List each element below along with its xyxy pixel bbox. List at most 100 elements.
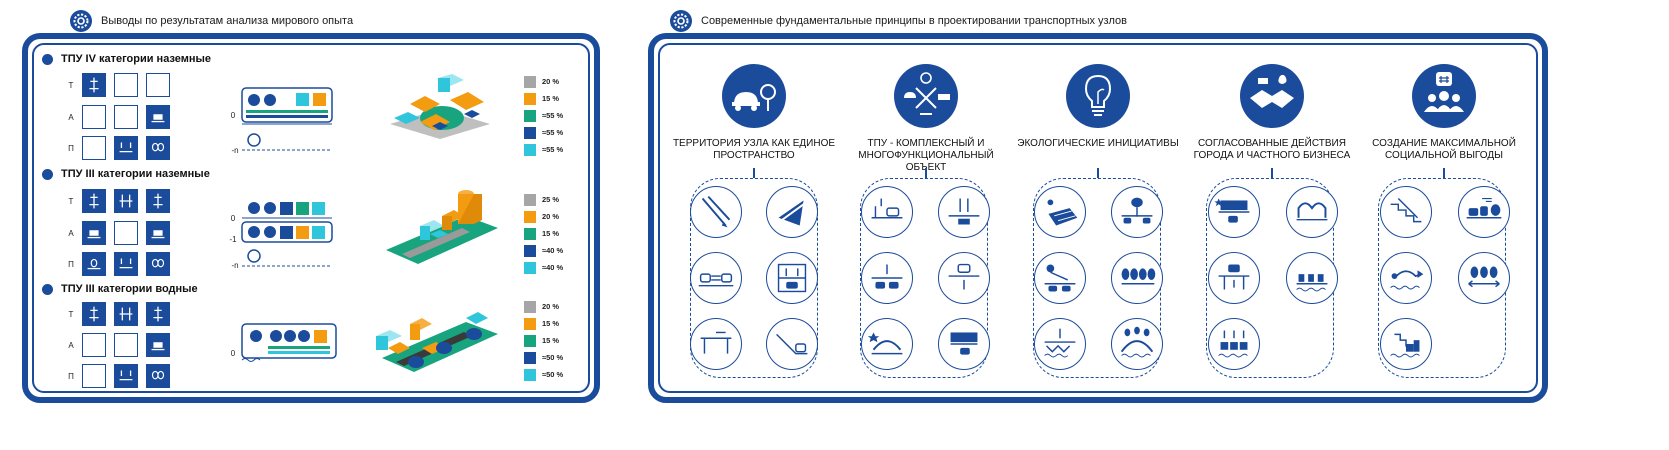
mode-cell — [82, 333, 106, 357]
connector — [753, 168, 755, 178]
row-label-a: А — [68, 113, 74, 122]
section-3-title: ТПУ III категории водные — [42, 283, 198, 295]
left-header: Выводы по результатам анализа мирового о… — [70, 10, 353, 32]
level-label: 0 — [230, 214, 236, 223]
sub-icon — [1034, 252, 1086, 304]
mode-cell — [146, 333, 170, 357]
sub-icon — [1286, 186, 1338, 238]
sub-icon — [1286, 252, 1338, 304]
row-label-t: Т — [68, 197, 74, 206]
right-frame — [648, 33, 1548, 403]
mode-cell — [146, 364, 170, 388]
section-3-legend: 20 % 15 % 15 % ≈50 % ≈50 % — [524, 298, 563, 383]
legend-swatch — [524, 351, 536, 364]
section-1-legend: 20 % 15 % ≈55 % ≈55 % ≈55 % — [524, 73, 563, 158]
legend-item: ≈55 % — [524, 107, 563, 124]
legend-swatch — [524, 92, 536, 105]
principle-title: ЭКОЛОГИЧЕСКИЕ ИНИЦИАТИВЫ — [1017, 138, 1179, 149]
legend-item: 15 % — [524, 225, 563, 242]
sub-icon — [690, 186, 742, 238]
section-1-title: ТПУ IV категории наземные — [42, 53, 211, 65]
sub-icon — [938, 318, 990, 370]
mode-cell — [114, 73, 138, 97]
row-label-p: П — [68, 260, 74, 269]
legend-swatch — [524, 126, 536, 139]
legend-swatch — [524, 334, 536, 347]
legend-item: 25 % — [524, 191, 563, 208]
mode-cell — [114, 136, 138, 160]
legend-item: ≈55 % — [524, 124, 563, 141]
legend-item: 20 % — [524, 73, 563, 90]
sub-icon — [1458, 186, 1510, 238]
level-label: -n — [231, 261, 239, 270]
legend-swatch — [524, 75, 536, 88]
mode-cell — [114, 105, 138, 129]
mode-cell — [146, 73, 170, 97]
sub-icon — [861, 318, 913, 370]
mode-cell — [82, 221, 106, 245]
section-3-level-diagram — [241, 323, 337, 362]
mode-cell — [146, 189, 170, 213]
sub-icon — [938, 186, 990, 238]
mode-cell — [82, 364, 106, 388]
sub-icon — [1380, 252, 1432, 304]
sub-icon — [1208, 186, 1260, 238]
section-2-isometric-model — [386, 190, 498, 264]
legend-swatch — [524, 368, 536, 381]
multifunction-icon — [894, 64, 958, 128]
legend-swatch — [524, 261, 536, 274]
legend-swatch — [524, 210, 536, 223]
row-label-p: П — [68, 144, 74, 153]
legend-item: 20 % — [524, 208, 563, 225]
mode-cell — [146, 302, 170, 326]
mode-cell — [146, 221, 170, 245]
section-1-level-diagram — [241, 87, 333, 151]
sub-icon — [1111, 318, 1163, 370]
row-label-a: А — [68, 229, 74, 238]
principle-title: СОЗДАНИЕ МАКСИМАЛЬНОЙ СОЦИАЛЬНОЙ ВЫГОДЫ — [1372, 138, 1516, 161]
connector — [1097, 168, 1099, 178]
handshake-icon — [1240, 64, 1304, 128]
level-label: -1 — [229, 235, 237, 244]
mode-cell — [114, 189, 138, 213]
principle-title: СОГЛАСОВАННЫЕ ДЕЙСТВИЯ ГОРОДА И ЧАСТНОГО… — [1193, 138, 1351, 161]
mode-cell — [82, 189, 106, 213]
principle-title: ТЕРРИТОРИЯ УЗЛА КАК ЕДИНОЕ ПРОСТРАНСТВО — [672, 138, 836, 161]
sub-icon — [1380, 318, 1432, 370]
mode-cell — [146, 252, 170, 276]
row-label-t: Т — [68, 310, 74, 319]
legend-swatch — [524, 227, 536, 240]
sub-icon — [766, 252, 818, 304]
legend-item: ≈40 % — [524, 259, 563, 276]
level-label: 0 — [230, 349, 236, 358]
mode-cell — [114, 302, 138, 326]
sub-icon — [1208, 318, 1260, 370]
legend-item: 15 % — [524, 90, 563, 107]
sub-icon — [861, 252, 913, 304]
sub-icon — [690, 252, 742, 304]
sub-icon — [690, 318, 742, 370]
legend-item: ≈40 % — [524, 242, 563, 259]
mode-cell — [114, 252, 138, 276]
row-label-a: А — [68, 341, 74, 350]
social-people-icon — [1412, 64, 1476, 128]
mode-cell — [82, 105, 106, 129]
mode-cell — [146, 105, 170, 129]
legend-item: ≈50 % — [524, 349, 563, 366]
sub-icon — [766, 318, 818, 370]
legend-swatch — [524, 193, 536, 206]
mode-cell — [114, 221, 138, 245]
connector — [1443, 168, 1445, 178]
legend-swatch — [524, 300, 536, 313]
row-label-p: П — [68, 372, 74, 381]
principle-title: ТПУ - КОМПЛЕКСНЫЙ И МНОГОФУНКЦИОНАЛЬНЫЙ … — [858, 138, 994, 173]
section-3-isometric-model — [376, 312, 498, 372]
sub-icon — [1208, 252, 1260, 304]
sub-icon — [1034, 318, 1086, 370]
gear-icon — [670, 10, 692, 32]
mode-cell — [82, 252, 106, 276]
left-header-title: Выводы по результатам анализа мирового о… — [101, 15, 354, 27]
sub-icon — [1111, 252, 1163, 304]
level-label: 0 — [230, 111, 236, 120]
sub-icon — [766, 186, 818, 238]
